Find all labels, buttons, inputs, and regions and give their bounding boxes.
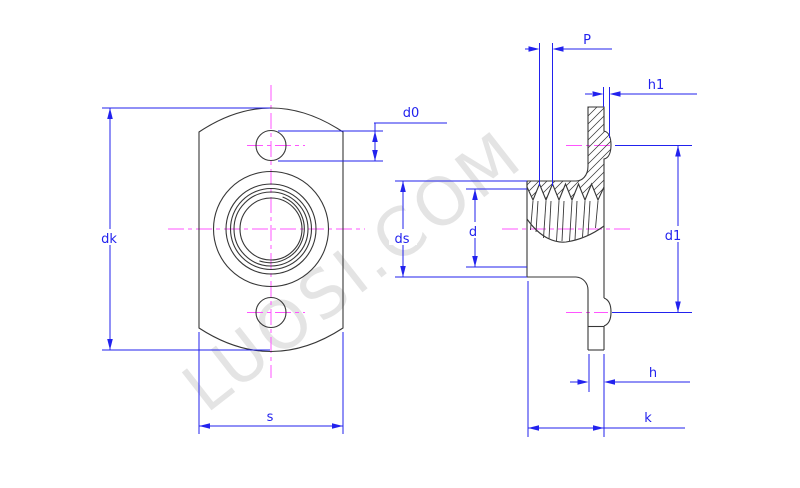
arrow-up: [107, 108, 113, 119]
lower-weld-projection-circle: [255, 296, 287, 329]
lower-projection-bump: [603, 297, 612, 327]
dim-p: P: [525, 33, 612, 186]
watermark: LUOSI.COM: [169, 116, 537, 427]
dim-k: k: [527, 281, 685, 437]
dim-h1: h1: [585, 78, 697, 138]
side-view: [502, 106, 632, 351]
dim-s: s: [198, 332, 344, 434]
dim-label-p: P: [583, 33, 591, 48]
arrow-up: [472, 189, 478, 200]
arrow-down: [107, 339, 113, 350]
dim-label-dk: dk: [101, 232, 117, 247]
dim-label-k: k: [644, 411, 652, 426]
dim-dk: dk: [96, 107, 270, 351]
arrow-right: [528, 46, 540, 52]
arrow-left: [604, 379, 615, 385]
arrow-down: [675, 301, 681, 313]
dim-label-d1: d1: [665, 229, 682, 244]
arrow-left: [552, 46, 564, 52]
arrow-up: [400, 181, 406, 192]
dim-d0: d0: [278, 106, 447, 162]
arrow-right: [592, 91, 604, 97]
arrow-left: [609, 91, 621, 97]
dim-d: d: [465, 188, 527, 268]
front-outline: [198, 107, 344, 352]
dim-label-h1: h1: [648, 78, 665, 93]
dim-label-d: d: [469, 225, 477, 240]
section-break-wavy-line: [526, 218, 605, 243]
front-view: [168, 85, 365, 378]
side-outline: [526, 106, 612, 351]
dim-ds: ds: [389, 180, 527, 278]
arrow-right: [593, 425, 604, 431]
flange-outline: [198, 107, 344, 352]
chamfer-outer-circle: [229, 187, 313, 271]
arrow-left: [199, 423, 210, 429]
chamfer-inner-circle: [233, 191, 309, 267]
upper-weld-projection-circle: [255, 129, 287, 162]
flange-boss-circle: [212, 170, 330, 288]
barrel-circle: [225, 183, 317, 275]
dim-label-ds: ds: [394, 232, 409, 247]
front-centerlines: [168, 85, 365, 378]
fillet-curve: [575, 276, 589, 291]
thread-major-arc: [259, 196, 305, 264]
arrow-right: [577, 379, 589, 385]
arrow-down: [472, 256, 478, 267]
arrow-left: [528, 425, 539, 431]
arrow-right: [332, 423, 343, 429]
arrow-up: [675, 145, 681, 157]
dim-h: h: [570, 354, 690, 437]
arrow-down: [372, 150, 378, 161]
dim-label-d0: d0: [403, 106, 420, 121]
dim-label-h: h: [649, 366, 657, 381]
dim-label-s: s: [267, 410, 274, 425]
dimensions: dk d0 s ds: [96, 33, 697, 437]
arrow-down: [400, 266, 406, 277]
dim-d1: d1: [612, 145, 692, 313]
far-side-thread-lines: [530, 200, 599, 242]
arrow-up: [372, 131, 378, 142]
watermark-text: LUOSI.COM: [169, 116, 537, 427]
sectioned-body: [526, 106, 612, 202]
thread-minor-circle: [239, 197, 303, 261]
